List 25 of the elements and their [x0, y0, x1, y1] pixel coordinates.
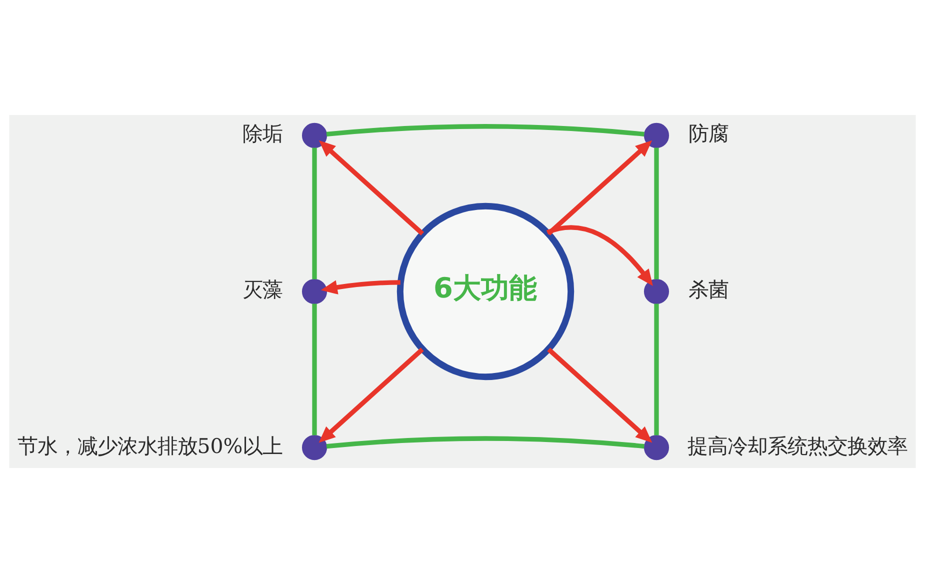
- node-circle: [302, 278, 328, 304]
- node-circle: [644, 434, 670, 460]
- node-label: 灭藻: [242, 277, 282, 302]
- connector: [654, 303, 659, 435]
- node-label: 防腐: [688, 121, 729, 146]
- node-circle: [302, 122, 328, 148]
- connector: [654, 147, 659, 279]
- arrow: [320, 280, 400, 294]
- node-circle: 6大功能: [396, 202, 574, 380]
- arrow: [546, 224, 653, 286]
- node-label: 除垢: [242, 121, 282, 146]
- connector: [312, 303, 317, 435]
- arrow: [547, 347, 652, 442]
- connector: [326, 124, 644, 136]
- arrow: [546, 140, 652, 235]
- node-circle: [302, 434, 328, 460]
- arrow: [318, 140, 424, 235]
- node-label: 杀菌: [688, 277, 729, 302]
- arrow: [318, 347, 424, 442]
- node-label: 节水，减少浓水排放50%以上: [17, 433, 283, 458]
- node-circle: [644, 278, 670, 304]
- connector: [312, 147, 317, 279]
- node-circle: [644, 122, 670, 148]
- node-label: 提高冷却系统热交换效率: [688, 433, 908, 458]
- connector: [326, 436, 644, 448]
